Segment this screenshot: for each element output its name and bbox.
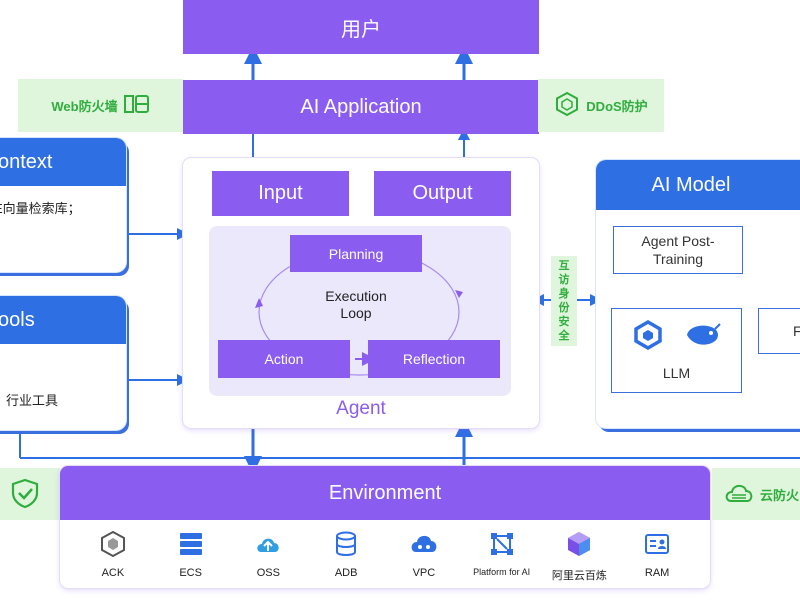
model-right-label: F xyxy=(793,323,800,339)
ai-model-panel: AI Model Agent Post- Training LLM F xyxy=(596,160,800,428)
ai-model-header: AI Model xyxy=(596,160,800,210)
bailian-icon xyxy=(565,530,593,563)
model-right-box: F xyxy=(758,308,800,354)
llm-box: LLM xyxy=(611,308,742,393)
environment-header: Environment xyxy=(60,466,710,520)
input-label: Input xyxy=(258,182,303,204)
environment-icons: ACK ECS OSS ADB VPC Platform for AI 阿里云百… xyxy=(60,520,710,583)
env-label-pai: Platform for AI xyxy=(473,567,531,577)
tools-header: ools xyxy=(0,296,126,344)
tools-text: 行业工具 xyxy=(6,393,59,408)
context-panel: ontext E向量检索库； xyxy=(0,138,126,272)
env-item-bailian: 阿里云百炼 xyxy=(544,530,614,583)
output-box: Output xyxy=(374,171,511,216)
agent-panel: Input Output Planning Execution Loop Act… xyxy=(183,158,539,428)
env-item-adb: ADB xyxy=(311,530,381,583)
cloud-firewall-icon xyxy=(724,481,754,508)
deepseek-icon xyxy=(685,321,721,354)
ddos-label: DDoS防护 xyxy=(586,99,648,114)
action-label: Action xyxy=(264,351,304,367)
tools-title: ools xyxy=(0,308,35,331)
env-label-bailian: 阿里云百炼 xyxy=(551,570,607,582)
ai-model-title: AI Model xyxy=(651,173,731,196)
user-label: 用户 xyxy=(341,18,381,41)
env-item-ecs: ECS xyxy=(156,530,226,583)
env-label-ack: ACK xyxy=(101,567,125,579)
output-label: Output xyxy=(412,182,473,204)
shield-check-icon xyxy=(10,478,40,511)
env-item-vpc: VPC xyxy=(389,530,459,583)
reflection-label: Reflection xyxy=(402,351,466,367)
env-item-ram: RAM xyxy=(622,530,692,583)
mutual-access-tag: 互 访 身 份 安 全 xyxy=(551,256,577,346)
env-item-pai: Platform for AI xyxy=(467,530,537,583)
oss-icon xyxy=(254,530,282,563)
firewall-icon xyxy=(123,93,150,118)
env-label-ram: RAM xyxy=(644,567,670,579)
planning-label: Planning xyxy=(328,245,384,262)
ddos-tag: DDoS防护 xyxy=(538,79,664,132)
mutual-access-label: 互 访 身 份 安 全 xyxy=(558,260,570,342)
web-firewall-label: Web防火墙 xyxy=(51,99,118,114)
env-label-vpc: VPC xyxy=(412,567,436,579)
environment-panel: Environment ACK ECS OSS ADB VPC Platform… xyxy=(60,466,710,588)
context-title: ontext xyxy=(0,150,53,173)
reflection-box: Reflection xyxy=(368,340,500,378)
execution-loop-label: Execution Loop xyxy=(325,288,387,321)
adb-icon xyxy=(332,530,360,563)
action-box: Action xyxy=(218,340,350,378)
env-label-oss: OSS xyxy=(256,567,280,579)
input-box: Input xyxy=(212,171,349,216)
tools-panel: ools 行业工具 xyxy=(0,296,126,430)
pai-icon xyxy=(488,530,516,563)
env-label-adb: ADB xyxy=(334,567,358,579)
ai-application-label: AI Application xyxy=(300,95,422,118)
qwen-icon xyxy=(633,319,663,355)
env-item-ack: ACK xyxy=(78,530,148,583)
ai-application-box: AI Application xyxy=(183,80,539,134)
context-text: E向量检索库； xyxy=(0,201,81,216)
environment-label: Environment xyxy=(328,481,442,504)
vpc-icon xyxy=(409,530,439,563)
cloud-firewall-label: 云防火 xyxy=(760,487,800,503)
llm-label: LLM xyxy=(662,365,691,382)
ram-icon xyxy=(643,530,671,563)
post-training-label: Agent Post- Training xyxy=(641,233,715,267)
env-item-oss: OSS xyxy=(233,530,303,583)
agent-label: Agent xyxy=(336,398,386,419)
web-firewall-tag: Web防火墙 xyxy=(18,79,183,132)
context-header: ontext xyxy=(0,138,126,186)
planning-box: Planning xyxy=(290,235,422,272)
post-training-box: Agent Post- Training xyxy=(613,226,743,274)
env-label-ecs: ECS xyxy=(179,567,202,579)
execution-loop-area: Planning Execution Loop Action Reflectio… xyxy=(209,226,511,396)
ecs-icon xyxy=(177,530,205,563)
ack-icon xyxy=(99,530,127,563)
cloud-firewall-tag: 云防火 xyxy=(712,468,800,520)
ddos-icon xyxy=(554,91,580,120)
left-security-tag xyxy=(0,468,60,520)
user-box: 用户 xyxy=(183,0,539,54)
